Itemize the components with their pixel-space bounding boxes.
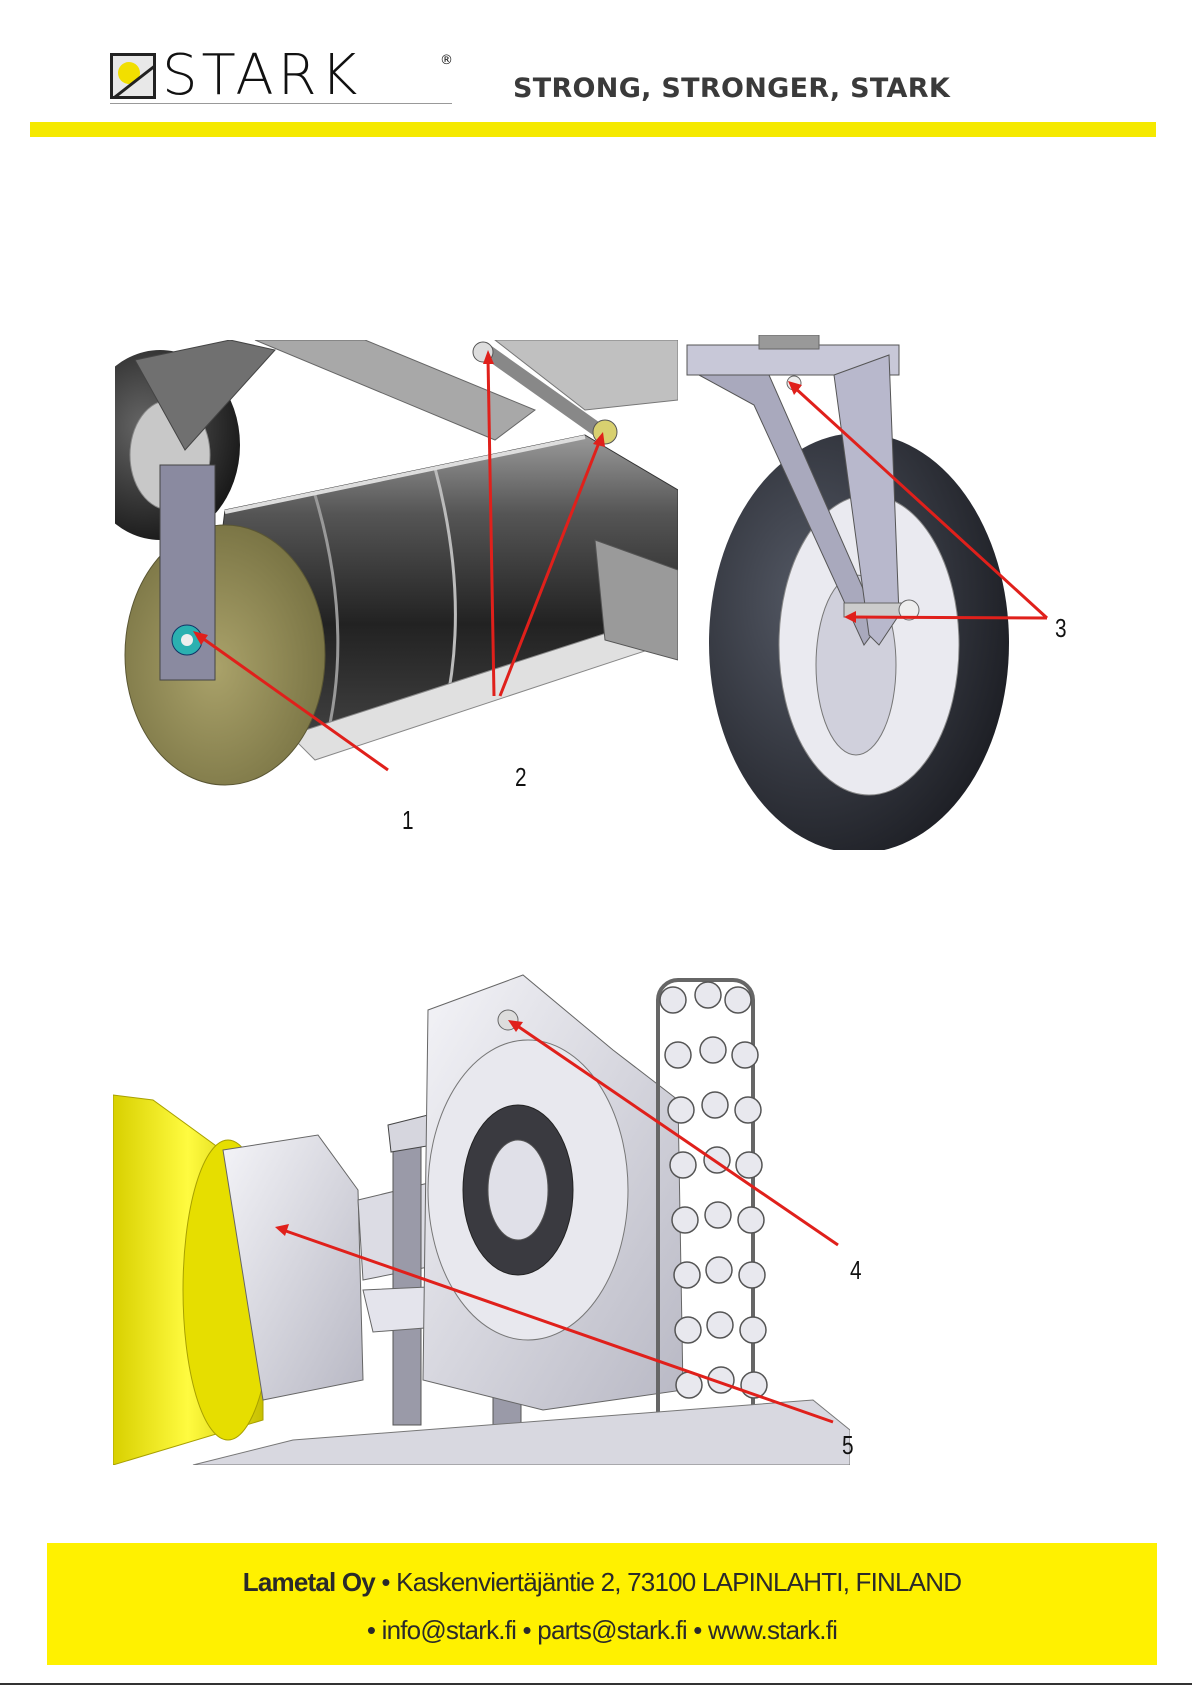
footer-separator: •: [693, 1615, 701, 1645]
registered-mark: ®: [440, 53, 453, 68]
page-footer: Lametal Oy • Kaskenviertäjäntie 2, 73100…: [47, 1543, 1157, 1665]
footer-separator: •: [367, 1615, 375, 1645]
callout-label-2: 2: [515, 762, 527, 793]
stark-logo: STARK ®: [110, 53, 361, 99]
footer-separator: •: [523, 1615, 531, 1645]
logo-emblem-icon: [110, 53, 156, 99]
figure-support-wheel: 3: [684, 335, 1067, 850]
callout-label-3: 3: [1055, 613, 1067, 644]
header-divider-bar: [30, 122, 1156, 137]
page-header: STARK ® STRONG, STRONGER, STARK: [0, 0, 1192, 140]
callout-label-4: 4: [850, 1255, 862, 1286]
logo-underline: [110, 103, 452, 104]
footer-contact-line: • info@stark.fi • parts@stark.fi • www.s…: [47, 1615, 1157, 1646]
tagline: STRONG, STRONGER, STARK: [513, 73, 950, 104]
logo-wordmark: STARK: [162, 53, 361, 99]
figure-roller-assembly: 1 2: [115, 340, 678, 850]
footer-email-parts-link[interactable]: parts@stark.fi: [537, 1615, 687, 1645]
footer-email-info-link[interactable]: info@stark.fi: [382, 1615, 516, 1645]
figure-bearing-chain: [113, 960, 850, 1465]
footer-separator: •: [381, 1567, 389, 1597]
footer-address: Kaskenviertäjäntie 2, 73100 LAPINLAHTI, …: [396, 1567, 961, 1597]
footer-address-line: Lametal Oy • Kaskenviertäjäntie 2, 73100…: [47, 1567, 1157, 1598]
footer-company: Lametal Oy: [243, 1567, 375, 1597]
callout-label-1: 1: [402, 805, 414, 836]
callout-label-5: 5: [842, 1430, 854, 1461]
footer-website-link[interactable]: www.stark.fi: [708, 1615, 837, 1645]
